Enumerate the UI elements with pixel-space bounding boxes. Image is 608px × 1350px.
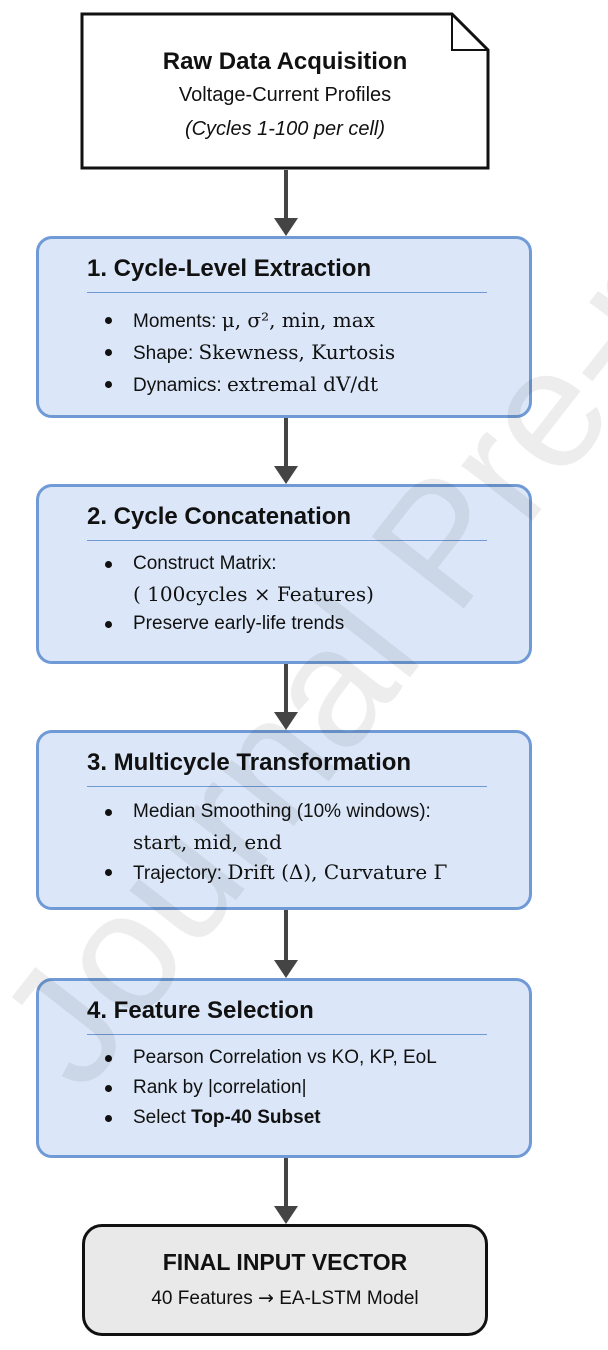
stage-divider [87,292,487,293]
flow-arrow [274,170,298,236]
bullet-item: Preserve early-life trends [105,609,374,639]
stage-cycle-concatenation: 2. Cycle Concatenation Construct Matrix:… [36,484,532,664]
stage-title: 1. Cycle-Level Extraction [87,255,372,282]
stage-bullets: Moments: μ, σ², min, max Shape: Skewness… [105,305,395,401]
stage-bullets: Construct Matrix:( 100cycles × Features)… [105,549,374,639]
stage-divider [87,1034,487,1035]
stage-cycle-level-extraction: 1. Cycle-Level Extraction Moments: μ, σ²… [36,236,532,418]
final-title: FINAL INPUT VECTOR [162,1249,408,1275]
bullet-item: Construct Matrix:( 100cycles × Features) [105,549,374,609]
stage-title: 3. Multicycle Transformation [87,749,412,776]
stage-multicycle-transformation: 3. Multicycle Transformation Median Smoo… [36,730,532,910]
document-shape [80,12,490,170]
stage-feature-selection: 4. Feature Selection Pearson Correlation… [36,978,532,1158]
flow-arrow [274,664,298,730]
stage-bullets: Pearson Correlation vs KO, KP, EoL Rank … [105,1043,437,1133]
final-subtitle: 40 Features → EA-LSTM Model [151,1287,419,1309]
bullet-item: Pearson Correlation vs KO, KP, EoL [105,1043,437,1073]
stage-divider [87,540,487,541]
bullet-item: Median Smoothing (10% windows):start, mi… [105,797,447,857]
stage-title: 4. Feature Selection [87,997,314,1024]
bullet-item: Rank by |correlation| [105,1073,437,1103]
flow-arrow [274,418,298,484]
final-input-vector-node: FINAL INPUT VECTOR 40 Features → EA-LSTM… [82,1224,488,1336]
bullet-item: Moments: μ, σ², min, max [105,305,395,337]
bullet-item: Dynamics: extremal dV/dt [105,369,395,401]
bullet-item: Shape: Skewness, Kurtosis [105,337,395,369]
stage-bullets: Median Smoothing (10% windows):start, mi… [105,797,447,889]
stage-divider [87,786,487,787]
bullet-item: Trajectory: Drift (Δ), Curvature Γ [105,857,447,889]
raw-data-note: (Cycles 1-100 per cell) [184,118,386,140]
raw-data-title: Raw Data Acquisition [162,48,408,75]
bullet-item: Select Top-40 Subset [105,1103,437,1133]
raw-data-subtitle: Voltage-Current Profiles [178,84,392,106]
raw-data-acquisition-node: Raw Data Acquisition Voltage-Current Pro… [80,12,490,170]
flow-arrow [274,910,298,978]
right-arrow-icon: → [258,1287,274,1309]
flow-arrow [274,1158,298,1224]
stage-title: 2. Cycle Concatenation [87,503,352,530]
